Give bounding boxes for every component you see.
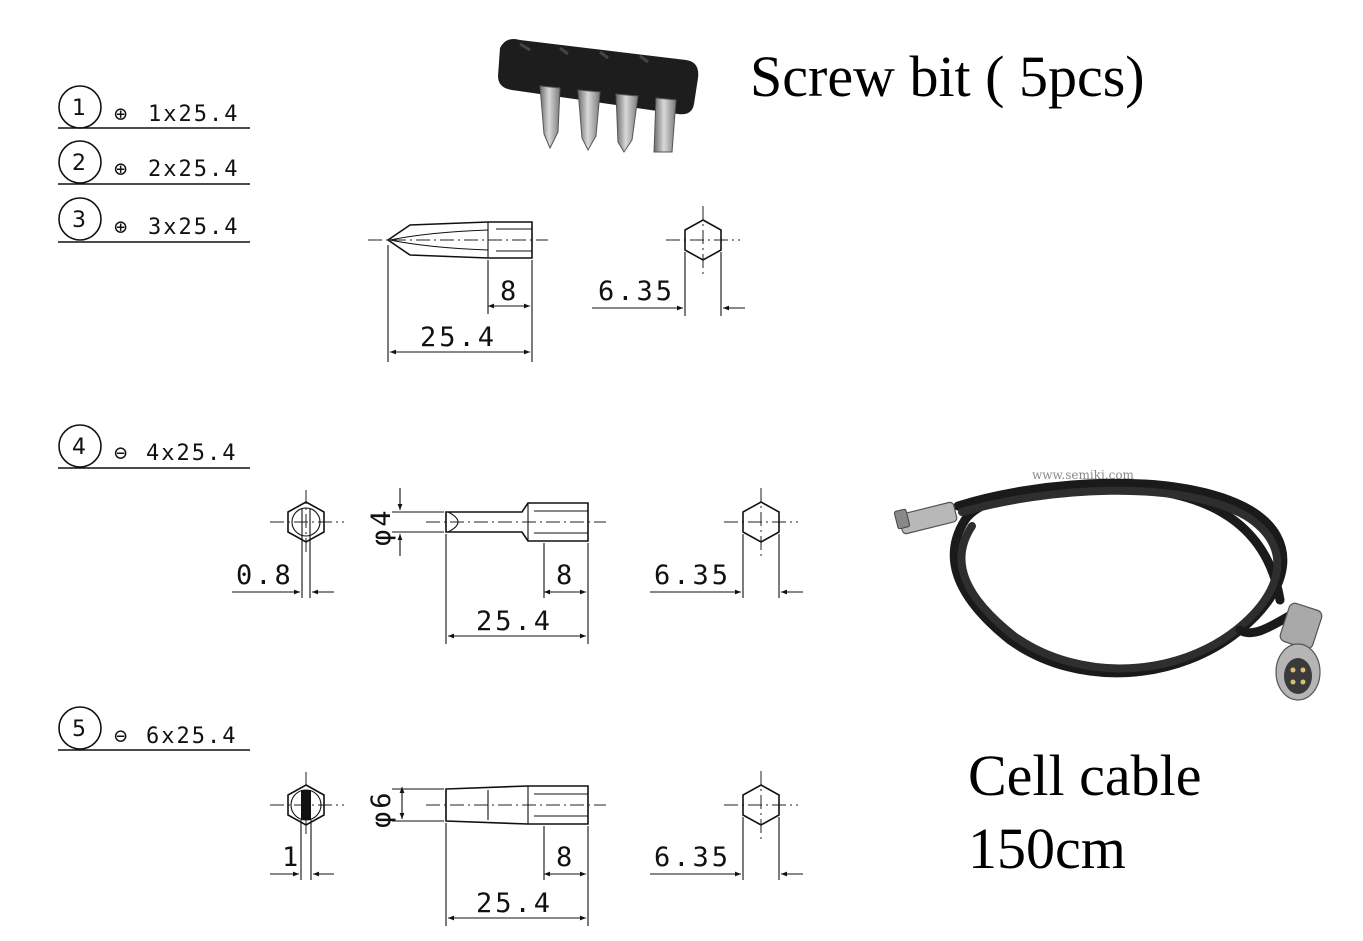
tip-length-dimension: 8 (556, 842, 575, 873)
slot4-side-view: φ4 8 25.4 (366, 488, 606, 644)
cell-cable-image: www.semiki.com (893, 468, 1323, 701)
hex-width-dimension: 6.35 (654, 842, 731, 873)
bit-spec-symbol: ⊕ (114, 102, 129, 127)
total-length-dimension: 25.4 (476, 888, 553, 919)
tip-length-dimension: 8 (556, 560, 575, 591)
bit-spec-symbol: ⊕ (114, 215, 129, 240)
slot6-side-view: φ6 8 25.4 (366, 785, 606, 926)
bit-spec: 3x25.4 (148, 215, 239, 240)
watermark: www.semiki.com (1032, 468, 1135, 482)
blade-thickness-dimension: 1 (282, 842, 301, 873)
hex-width-dimension: 6.35 (598, 276, 675, 307)
slot6-tip-end-view: 1 (270, 772, 344, 880)
bit-label-4: 4 ⊖ 4x25.4 (58, 424, 250, 469)
bit-number: 5 (72, 717, 86, 742)
bit-spec: 2x25.4 (148, 157, 239, 182)
screw-bit-title: Screw bit ( 5pcs) (750, 44, 1145, 109)
slot4-hex-end-view: 6.35 (650, 488, 803, 598)
blade-thickness-dimension: 0.8 (236, 560, 294, 591)
total-length-dimension: 25.4 (420, 322, 497, 353)
screw-bit-set-image (498, 39, 699, 153)
diameter-dimension: φ6 (366, 789, 397, 828)
bit-number: 2 (72, 151, 86, 176)
bit-spec: 4x25.4 (146, 441, 237, 466)
diameter-dimension: φ4 (366, 507, 397, 546)
hex-width-dimension: 6.35 (654, 560, 731, 591)
bit-label-5: 5 ⊖ 6x25.4 (58, 706, 250, 751)
slot6-hex-end-view: 6.35 (650, 771, 803, 880)
cell-cable-length: 150cm (968, 816, 1126, 881)
bit-label-1: 1 ⊕ 1x25.4 (58, 85, 250, 129)
bit-spec-symbol: ⊖ (114, 724, 129, 749)
bit-spec-symbol: ⊖ (114, 441, 129, 466)
phillips-bit-side-view: 8 25.4 (368, 221, 548, 362)
bit-spec: 6x25.4 (146, 724, 237, 749)
cell-cable-title: Cell cable (968, 743, 1202, 808)
total-length-dimension: 25.4 (476, 606, 553, 637)
tip-length-dimension: 8 (500, 276, 519, 307)
bit-number: 1 (72, 96, 86, 121)
bit-number: 4 (72, 435, 86, 460)
bit-number: 3 (72, 208, 86, 233)
bit-label-2: 2 ⊕ 2x25.4 (58, 140, 250, 185)
bit-spec: 1x25.4 (148, 102, 239, 127)
bit-spec-symbol: ⊕ (114, 157, 129, 182)
bit-label-3: 3 ⊕ 3x25.4 (58, 197, 250, 243)
phillips-hex-end-view: 6.35 (592, 206, 745, 316)
slot4-tip-end-view: 0.8 (232, 490, 344, 598)
